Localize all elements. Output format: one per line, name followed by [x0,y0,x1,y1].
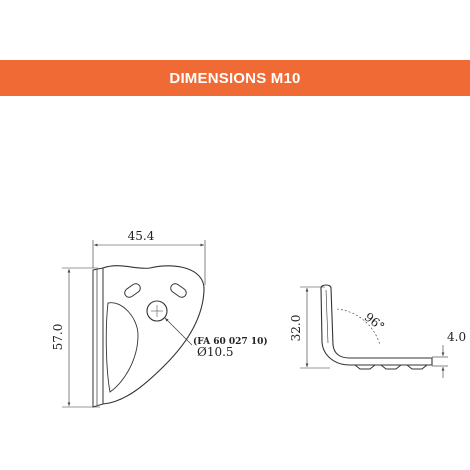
front-view [62,240,206,408]
thickness-label: 4.0 [447,330,466,344]
front-height-label: 57.0 [51,324,65,351]
foot-2 [380,364,402,370]
hole-diameter-label: Ø10.5 [197,345,234,359]
angle-arc [336,308,381,346]
profile-inner-line [325,289,329,344]
slot-right [170,283,187,298]
bracket-bend-relief [105,302,139,393]
hole-leader [164,317,193,346]
front-width-label: 45.4 [128,229,155,243]
bracket-side-profile [320,284,433,366]
foot-1 [354,364,376,370]
header-banner: DIMENSIONS M10 [0,60,470,96]
slot-left [124,283,141,298]
bracket-flange [92,267,104,408]
page-title: DIMENSIONS M10 [169,69,301,87]
bracket-plate-outline [102,265,205,405]
side-view [300,284,448,378]
foot-3 [406,364,428,370]
part-reference-label: (FA 60 027 10) [193,336,268,347]
angle-label: 96° [362,310,387,334]
side-height-label: 32.0 [289,315,303,342]
center-hole [146,300,168,322]
